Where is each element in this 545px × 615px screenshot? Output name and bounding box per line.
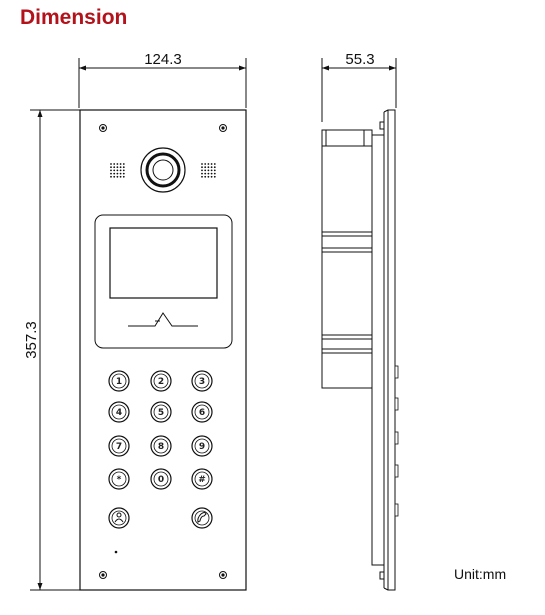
keypad-key-7[interactable]: 7 (108, 435, 130, 457)
phone-icon (197, 512, 207, 523)
card-reader-icon (128, 312, 198, 327)
call-button[interactable] (191, 507, 213, 529)
depth-dimension (321, 58, 397, 122)
keypad-key-3[interactable]: 3 (191, 370, 213, 392)
keypad-key-8[interactable]: 8 (150, 435, 172, 457)
keypad-key-label: 8 (158, 442, 164, 452)
keypad-key-hash[interactable]: # (191, 468, 213, 490)
keypad-key-6[interactable]: 6 (191, 401, 213, 423)
keypad-key-label: 9 (199, 442, 205, 452)
keypad-key-5[interactable]: 5 (150, 401, 172, 423)
keypad-key-9[interactable]: 9 (191, 435, 213, 457)
height-dimension (30, 109, 80, 591)
keypad-key-label: 1 (116, 377, 122, 387)
keypad-key-2[interactable]: 2 (150, 370, 172, 392)
screw-icon (219, 124, 227, 132)
unit-label: Unit:mm (454, 566, 507, 582)
keypad-key-label: * (117, 475, 122, 485)
screw-icon (99, 571, 107, 579)
keypad-key-star[interactable]: * (108, 468, 130, 490)
page-title: Dimension (20, 6, 128, 29)
keypad-key-1[interactable]: 1 (108, 370, 130, 392)
depth-dimension-label: 55.3 (345, 51, 374, 68)
microphone-grille-icon (201, 163, 216, 178)
keypad-key-label: 7 (116, 442, 122, 452)
side-view (321, 109, 396, 591)
width-dimension (78, 58, 247, 108)
camera-icon (140, 147, 186, 193)
keypad-key-label: 5 (158, 408, 164, 418)
keypad-key-label: 6 (199, 408, 205, 418)
resident-button[interactable] (108, 507, 130, 529)
display-screen (109, 227, 218, 299)
width-dimension-label: 124.3 (144, 51, 182, 68)
keypad-key-label: 3 (199, 377, 205, 387)
screw-icon (99, 124, 107, 132)
screw-icon (219, 571, 227, 579)
person-icon (114, 512, 124, 523)
side-key-profile (394, 365, 399, 517)
keypad-key-label: # (198, 475, 206, 485)
height-dimension-label: 357.3 (23, 321, 40, 359)
keypad-key-label: 2 (158, 377, 164, 387)
keypad: 1 2 3 4 5 6 7 8 9 * 0 # (108, 370, 213, 490)
keypad-key-label: 4 (116, 408, 122, 418)
keypad-key-label: 0 (158, 475, 164, 485)
speaker-grille-icon (110, 163, 125, 178)
keypad-key-4[interactable]: 4 (108, 401, 130, 423)
status-led (114, 550, 118, 554)
keypad-key-0[interactable]: 0 (150, 468, 172, 490)
